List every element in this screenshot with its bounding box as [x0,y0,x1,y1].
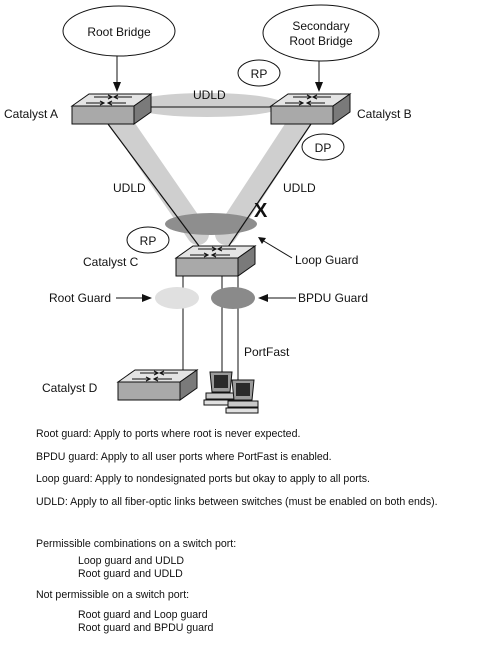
udld-right-label: UDLD [283,181,316,195]
udld-band-left [107,107,209,245]
catalyst-c-switch [175,245,256,277]
rule-loop-guard: Loop guard: Apply to nondesignated ports… [36,473,370,485]
dp-ellipse [301,133,345,161]
udld-top-label: UDLD [193,88,226,102]
loop-guard-arrow [261,239,293,259]
catalyst-c-label: Catalyst C [83,255,139,269]
not-permissible-item: Root guard and Loop guard [78,609,208,621]
bpdu-guard-label: BPDU Guard [298,291,368,305]
blocked-port-mark: X [254,200,268,222]
root-bridge-label: Root Bridge [87,25,151,39]
link-b-c [225,123,312,251]
root-guard-port-ellipse [155,287,199,309]
link-a-c [107,123,203,251]
udld-band-right [215,107,313,245]
catalyst-d-switch [117,369,198,401]
not-permissible-item: Root guard and BPDU guard [78,622,214,634]
dp-label: DP [315,141,332,155]
rp-c-label: RP [140,234,157,248]
notes-section: Root guard: Apply to ports where root is… [36,428,481,635]
root-guard-label: Root Guard [49,291,111,305]
rp-top-label: RP [251,67,268,81]
catalyst-b-label: Catalyst B [357,107,412,121]
rule-bpdu-guard: BPDU guard: Apply to all user ports wher… [36,450,332,463]
rule-udld: UDLD: Apply to all fiber-optic links bet… [36,495,438,508]
root-bridge-ellipse [62,5,176,57]
udld-band-top [129,93,285,117]
not-permissible-title: Not permissible on a switch port: [36,589,190,601]
permissible-title: Permissible combinations on a switch por… [36,538,237,550]
rp-top-ellipse [237,59,281,87]
catalyst-a-label: Catalyst A [4,107,58,121]
bpdu-guard-port-ellipse [211,287,255,309]
rp-c-ellipse [126,226,170,254]
permissible-item: Loop guard and UDLD [78,555,185,567]
rule-root-guard: Root guard: Apply to ports where root is… [36,428,301,440]
pc-1 [203,371,237,406]
portfast-label: PortFast [244,345,290,359]
catalyst-b-switch [270,93,351,125]
udld-left-label: UDLD [113,181,146,195]
network-diagram: Root Bridge Secondary Root Bridge Cataly… [4,4,412,414]
catalyst-d-label: Catalyst D [42,381,98,395]
permissible-item: Root guard and UDLD [78,568,183,580]
loop-guard-port-ellipse [165,213,257,235]
secondary-root-bridge-label-2: Root Bridge [289,34,353,48]
catalyst-a-switch [71,93,152,125]
loop-guard-label: Loop Guard [295,253,358,267]
secondary-root-bridge-label: Secondary [292,19,349,33]
secondary-root-bridge-ellipse [262,4,380,62]
